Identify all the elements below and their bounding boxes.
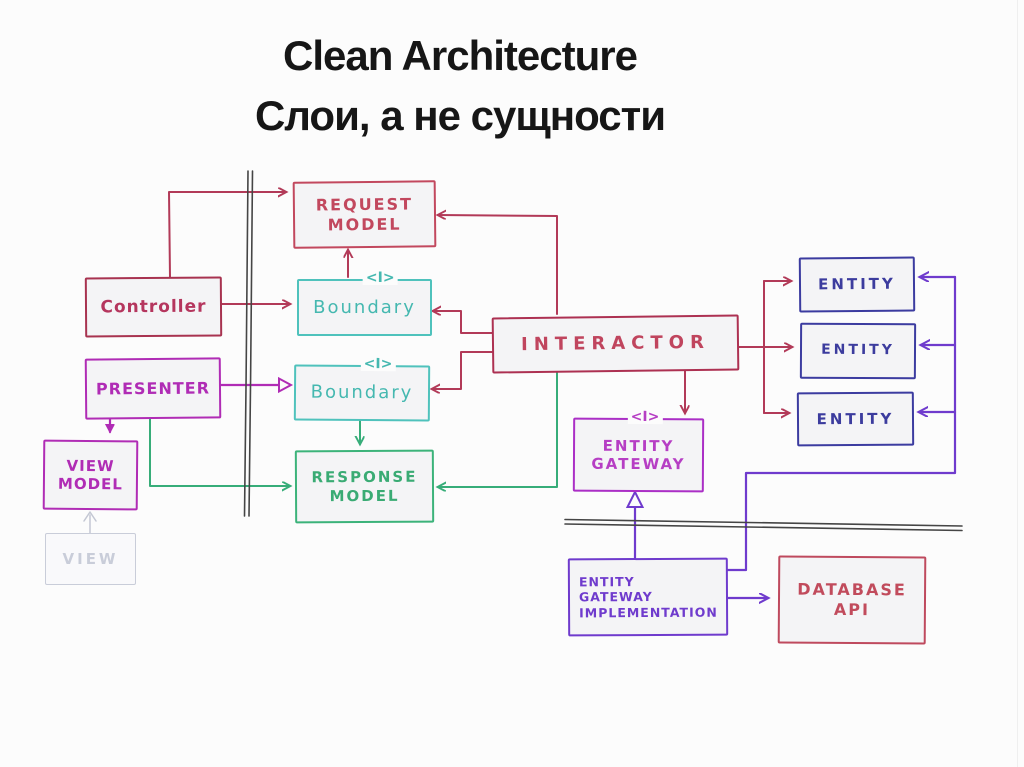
edge-interactor-to-boundary-bottom [432,351,493,389]
slide-right-edge [1017,0,1018,767]
node-interactor: INTERACTOR [491,314,740,374]
boundary-bottom-label: Boundary [310,381,414,404]
interface-marker-icon: <I> [362,271,398,285]
request-model-label: REQUEST MODEL [315,194,414,234]
node-controller: Controller [84,276,223,338]
edge-presenter-to-response-model [149,414,290,486]
node-request-model: REQUEST MODEL [292,180,437,249]
entity-gateway-implementation-label: ENTITY GATEWAY IMPLEMENTATION [578,574,718,620]
edge-implementation-to-entities [712,277,957,572]
node-entity-3: ENTITY [796,391,915,447]
node-entity-2: ENTITY [799,322,917,380]
node-entity-1: ENTITY [798,256,916,313]
node-database-api: DATABASE API [777,555,927,645]
node-boundary-bottom: <I> Boundary [293,356,431,422]
node-entity-gateway-implementation: ENTITY GATEWAY IMPLEMENTATION [567,557,729,637]
node-presenter: PRESENTER [84,357,222,420]
boundary-top-label: Boundary [313,296,416,318]
interface-marker-icon: <I> [627,409,663,425]
title-line-1: Clean Architecture [283,32,638,79]
response-model-label: RESPONSE MODEL [311,467,418,505]
interactor-label: INTERACTOR [520,331,711,356]
title-line-2: Слои, а не сущности [254,92,666,139]
entity-gateway-label: ENTITY GATEWAY [591,436,686,474]
edge-interactor-to-request-model [438,215,558,315]
entity-3-label: ENTITY [816,409,895,429]
node-view: VIEW [45,533,136,585]
layer-boundary-horizontal [564,518,963,532]
layer-boundary-vertical [243,170,254,517]
edge-interactor-to-entities [734,281,792,413]
edge-interactor-to-boundary-top [433,311,493,334]
entity-1-label: ENTITY [818,275,896,294]
database-api-label: DATABASE API [797,580,907,620]
interface-marker-icon: <I> [360,356,396,372]
node-entity-gateway: <I> ENTITY GATEWAY [572,409,705,493]
open-arrow-presenter-boundary [278,376,294,394]
open-arrow-view-viewmodel [83,511,97,522]
node-boundary-top: <I> Boundary [297,271,432,336]
edge-controller-to-request-model [168,192,286,278]
edge-interactor-to-response-model [438,368,558,487]
slide-title: Clean Architecture Слои, а не сущности [0,26,920,146]
view-label: VIEW [62,549,119,568]
entity-2-label: ENTITY [821,342,895,359]
view-model-label: VIEW MODEL [57,456,123,494]
controller-label: Controller [100,296,207,317]
node-response-model: RESPONSE MODEL [294,449,435,524]
presenter-label: PRESENTER [95,378,211,399]
node-view-model: VIEW MODEL [42,439,139,511]
open-arrow-implementation-gateway [625,489,645,508]
